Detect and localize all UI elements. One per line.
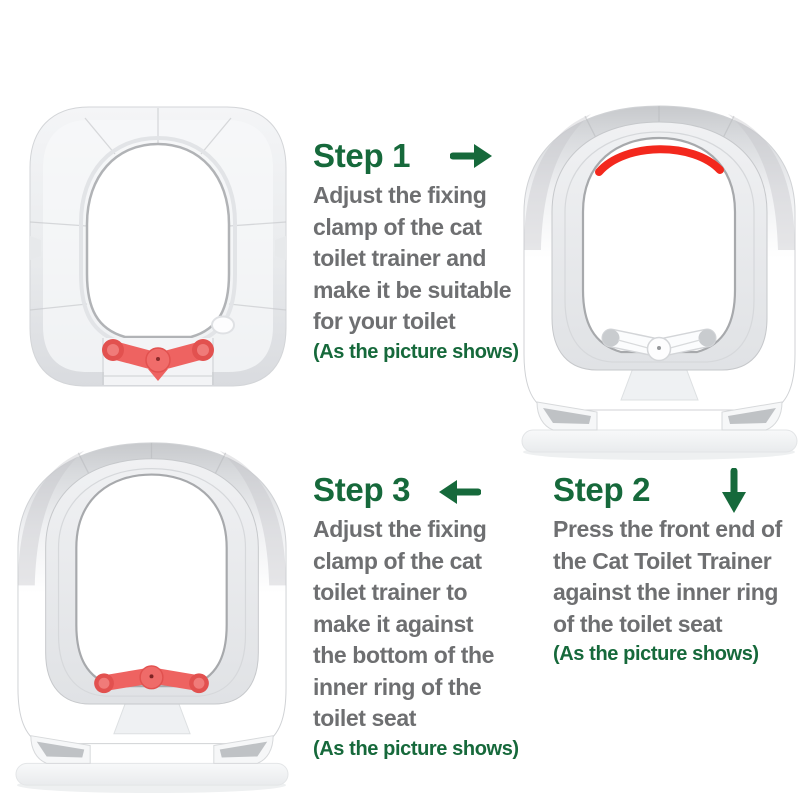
mounting-tab	[620, 367, 699, 401]
arrow-down-icon	[719, 467, 749, 521]
step2-note: (As the picture shows)	[553, 643, 759, 665]
red-fixing-clamp	[102, 339, 214, 381]
product-photo-step2-mounted	[521, 100, 798, 460]
left-foot-notch	[36, 741, 85, 758]
left-shade	[524, 114, 591, 250]
step2-title: Step 2	[553, 471, 651, 508]
step3-body: Adjust the fixing clamp of the cat toile…	[313, 514, 539, 735]
step3-line: make it against	[313, 610, 474, 637]
step1-note: (As the picture shows)	[313, 340, 519, 363]
ring-band	[57, 468, 247, 697]
red-fixing-clamp	[94, 665, 209, 694]
left-shade	[17, 450, 85, 586]
step2-body: Press the front end of the Cat Toilet Tr…	[553, 514, 800, 640]
mounting-tab	[113, 701, 191, 735]
product-photo-top-view	[27, 104, 289, 396]
step1-line: Adjust the fixing	[313, 182, 487, 208]
step2-line: Press the front end of	[553, 516, 782, 542]
step3-note: (As the picture shows)	[313, 737, 519, 760]
right-foot-notch	[728, 408, 776, 424]
step1-line: for your toilet	[313, 308, 456, 334]
step1-title: Step 1	[313, 137, 411, 174]
step3-line: inner ring of the	[313, 673, 482, 700]
right-shade	[219, 450, 287, 586]
step2-line: against the inner ring	[553, 579, 779, 605]
opening-rim	[79, 135, 237, 345]
arrow-left-icon	[437, 477, 482, 512]
ring-band	[564, 131, 755, 363]
step1-block: Step 1 Adjust the fixing clamp of the ca…	[313, 136, 539, 364]
left-foot-notch	[543, 408, 591, 424]
right-edge-notch	[275, 236, 286, 260]
arrow-right-icon	[449, 141, 494, 176]
step3-title: Step 3	[313, 471, 411, 508]
red-front-marker	[595, 145, 724, 176]
trainer-mounted-illustration-marker	[521, 105, 798, 460]
step1-line: toilet trainer and	[313, 245, 486, 271]
toilet-base-plate	[521, 429, 798, 453]
trainer-opening	[85, 142, 231, 339]
step3-line: Adjust the fixing	[313, 516, 487, 542]
step2-line: the Cat Toilet Trainer	[553, 547, 772, 574]
right-shade	[728, 114, 795, 250]
white-fixing-clamp	[601, 328, 717, 362]
step3-line: toilet seat	[313, 705, 416, 731]
ring-opening	[75, 473, 228, 688]
step3-line: the bottom of the	[313, 642, 494, 668]
step1-line: clamp of the cat	[313, 213, 482, 240]
recess-oval	[211, 315, 235, 335]
step3-line: toilet trainer to	[313, 579, 468, 605]
right-foot-notch	[219, 741, 268, 758]
step1-body: Adjust the fixing clamp of the cat toile…	[313, 180, 539, 338]
trainer-top-view-illustration	[29, 106, 287, 387]
toilet-base-plate	[15, 762, 289, 786]
step3-block: Step 3 Adjust the fixing clamp of the ca…	[313, 470, 539, 761]
trainer-mounted-illustration-clamp	[15, 442, 289, 794]
product-photo-step3-mounted	[15, 434, 289, 796]
step3-line: clamp of the cat	[313, 547, 482, 574]
left-edge-notch	[30, 236, 41, 260]
step1-line: make it be suitable	[313, 276, 512, 303]
step2-line: of the toilet seat	[553, 610, 723, 637]
step2-block: Step 2 Press the front end of the Cat To…	[553, 467, 800, 666]
